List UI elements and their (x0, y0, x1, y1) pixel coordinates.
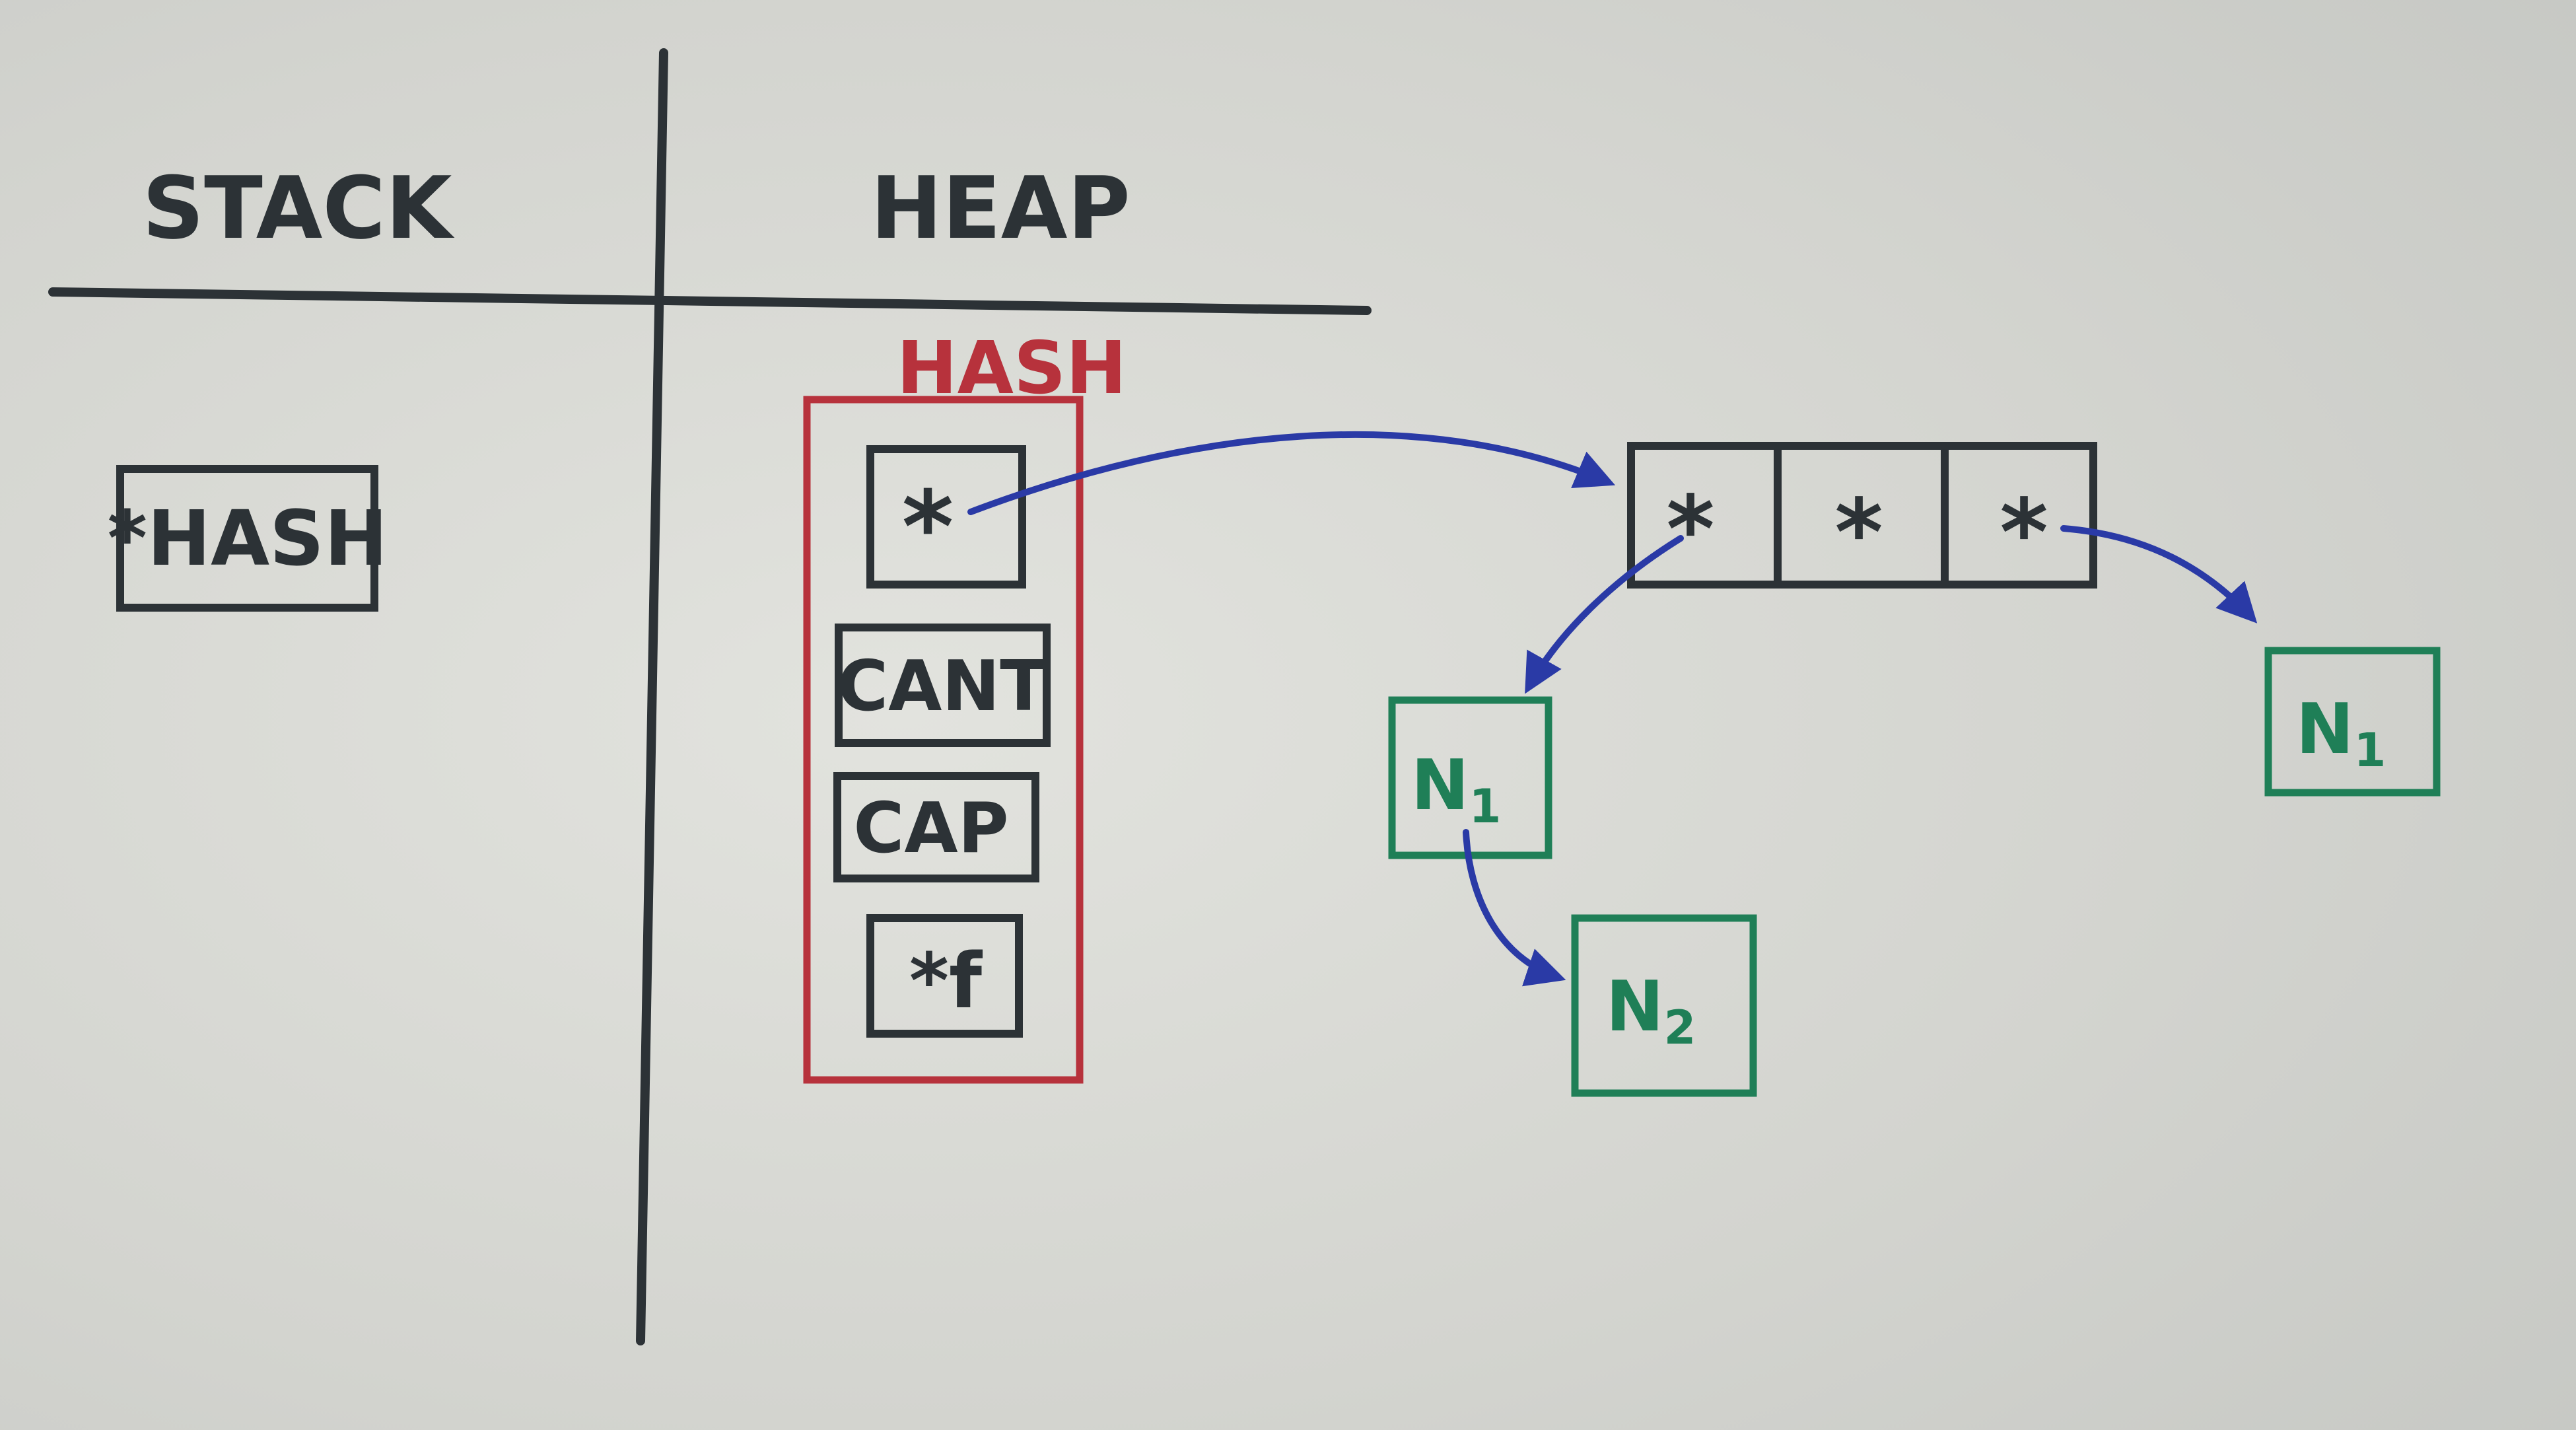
node-right-first-label: N1 (2296, 689, 2386, 777)
array-box (1627, 442, 2097, 589)
array-cell-2-label: * (1834, 480, 1883, 587)
node-right-first-subscript: 1 (2354, 723, 2386, 777)
node-left-first-letter: N (1411, 745, 1469, 826)
stack-hash-pointer-label: *HASH (108, 495, 388, 583)
arrow-cell1-to-node-left-first (1525, 535, 1684, 694)
field-cant-box (835, 624, 1051, 747)
vertical-divider (636, 48, 668, 1345)
node-left-first-label: N1 (1411, 745, 1502, 834)
stack-hash-pointer-box (116, 465, 378, 612)
heap-header: HEAP (870, 158, 1131, 258)
node-left-second-box (1571, 914, 1757, 1097)
field-pointer-box (866, 445, 1026, 589)
node-right-first-letter: N (2296, 689, 2354, 769)
array-cell-3-label: * (2000, 480, 2048, 587)
arrow-cell3-to-node-right-first (2060, 525, 2258, 624)
field-cap-box (833, 772, 1039, 882)
stack-header: STACK (143, 158, 455, 258)
field-cap-label: CAP (853, 788, 1008, 869)
array-cell-1-label: * (1666, 476, 1714, 584)
field-pointer-label: * (902, 470, 954, 585)
arrow-pointer-to-array (967, 431, 1616, 515)
arrow-node-left-first-to-second (1463, 829, 1566, 987)
node-left-second-label: N2 (1606, 966, 1696, 1055)
node-left-first-subscript: 1 (1469, 779, 1502, 834)
node-right-first-box (2264, 647, 2441, 797)
field-cant-label: CANT (837, 646, 1047, 727)
field-function-pointer-label: *f (909, 937, 983, 1026)
node-left-second-subscript: 2 (1664, 1001, 1696, 1055)
node-left-second-letter: N (1606, 966, 1664, 1047)
hash-struct-box (803, 396, 1084, 1084)
horizontal-divider (48, 287, 1372, 315)
field-function-pointer-box (866, 914, 1023, 1038)
